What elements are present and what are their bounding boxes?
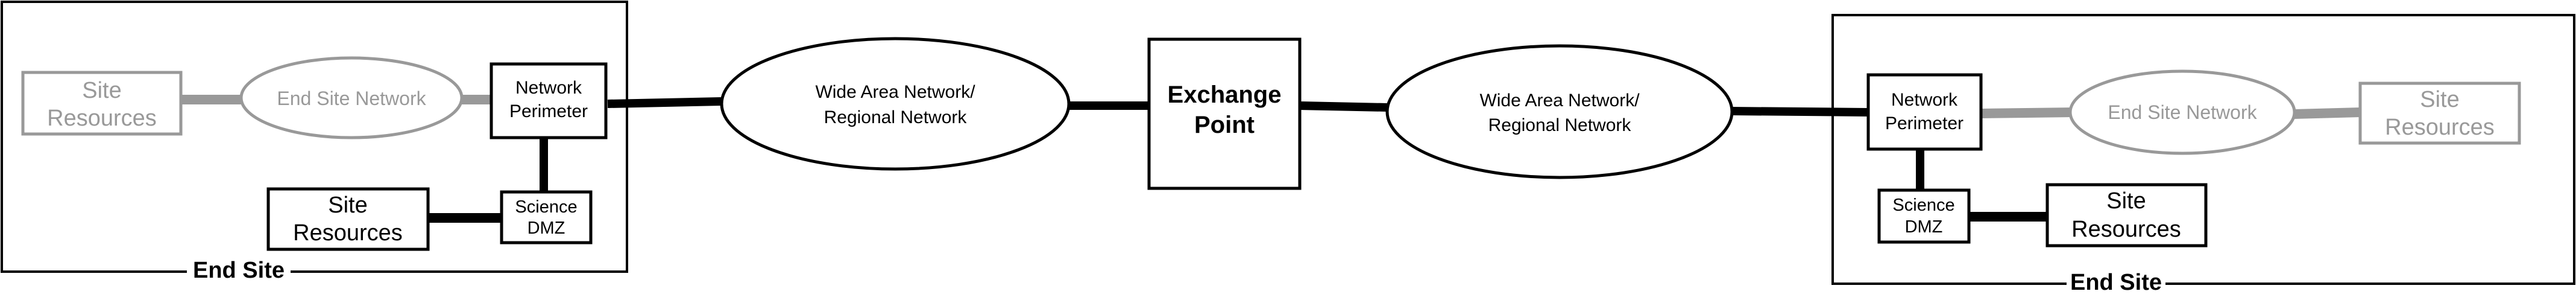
exchange-point-line2: Point bbox=[1194, 112, 1255, 138]
left-end-site-network-ellipse bbox=[239, 56, 464, 139]
left-end-site-border bbox=[1, 1, 628, 273]
right-site-resources-faded-line1: Site bbox=[2420, 87, 2459, 112]
wan-left-line1: Wide Area Network/ bbox=[815, 82, 975, 102]
right-site-resources-faded-box bbox=[2358, 81, 2521, 145]
wan-left: Wide Area Network/ Regional Network bbox=[720, 37, 1071, 171]
left-science-dmz-line1: Science bbox=[515, 197, 577, 217]
right-network-perimeter-line2: Perimeter bbox=[1885, 113, 1963, 133]
left-end-site-network: End Site Network bbox=[239, 56, 464, 139]
right-end-site-border bbox=[1831, 14, 2575, 285]
right-end-site-label: End Site bbox=[2070, 270, 2162, 295]
wan-right-ellipse bbox=[1385, 44, 1734, 179]
right-science-dmz-line2: DMZ bbox=[1905, 217, 1943, 237]
exchange-point-line1: Exchange bbox=[1168, 81, 1282, 108]
wan-right-line2: Regional Network bbox=[1488, 115, 1632, 135]
right-site-resources: Site Resources bbox=[2045, 183, 2208, 248]
left-site-resources-faded-box bbox=[21, 71, 183, 136]
left-site-resources-faded: Site Resources bbox=[21, 71, 183, 136]
left-science-dmz-line2: DMZ bbox=[527, 219, 565, 238]
right-end-site-network: End Site Network bbox=[2068, 69, 2296, 155]
right-site-resources-faded-line2: Resources bbox=[2385, 115, 2495, 140]
left-end-site-label: End Site bbox=[193, 258, 285, 283]
exchange-point: Exchange Point bbox=[1147, 37, 1302, 190]
wan-left-line2: Regional Network bbox=[824, 107, 968, 127]
exchange-point-box bbox=[1147, 37, 1302, 190]
wan-right: Wide Area Network/ Regional Network bbox=[1385, 44, 1734, 179]
right-site-resources-faded: Site Resources bbox=[2358, 81, 2521, 145]
left-site-resources-box bbox=[266, 187, 430, 251]
connector-wan-right-to-perimeter bbox=[1731, 107, 1869, 117]
right-science-dmz: Science DMZ bbox=[1877, 188, 1971, 244]
left-end-site-network-label: End Site Network bbox=[277, 88, 426, 109]
right-end-site: End Site bbox=[1831, 14, 2575, 295]
right-connector-perimeter-to-network bbox=[1980, 107, 2071, 118]
left-network-perimeter: Network Perimeter bbox=[490, 62, 608, 139]
right-network-perimeter: Network Perimeter bbox=[1866, 73, 1983, 151]
left-connector-perimeter-to-wan bbox=[607, 97, 722, 108]
left-network-perimeter-line1: Network bbox=[515, 78, 582, 98]
right-science-dmz-box bbox=[1877, 188, 1971, 244]
right-end-site-network-ellipse bbox=[2068, 69, 2296, 155]
right-site-resources-line1: Site bbox=[2106, 188, 2146, 214]
left-science-dmz: Science DMZ bbox=[500, 190, 593, 244]
connector-exchange-to-wan-right bbox=[1299, 101, 1388, 112]
right-network-perimeter-box bbox=[1866, 73, 1983, 151]
left-science-dmz-box bbox=[500, 190, 593, 244]
right-site-resources-line2: Resources bbox=[2071, 217, 2181, 242]
right-network-perimeter-line1: Network bbox=[1891, 90, 1958, 110]
left-end-site: End Site bbox=[1, 1, 628, 283]
right-end-site-network-label: End Site Network bbox=[2108, 101, 2257, 123]
left-network-perimeter-line2: Perimeter bbox=[509, 101, 588, 121]
right-site-resources-box bbox=[2045, 183, 2208, 248]
left-site-resources-faded-line2: Resources bbox=[47, 106, 157, 131]
right-connector-network-to-resources bbox=[2293, 107, 2361, 119]
left-site-resources: Site Resources bbox=[266, 187, 430, 251]
left-site-resources-line1: Site bbox=[328, 193, 367, 218]
left-site-resources-line2: Resources bbox=[293, 220, 403, 246]
right-science-dmz-line1: Science bbox=[1892, 196, 1954, 215]
wan-left-ellipse bbox=[720, 37, 1071, 171]
left-network-perimeter-box bbox=[490, 62, 608, 139]
left-site-resources-faded-line1: Site bbox=[82, 78, 121, 103]
wan-right-line1: Wide Area Network/ bbox=[1479, 91, 1640, 110]
